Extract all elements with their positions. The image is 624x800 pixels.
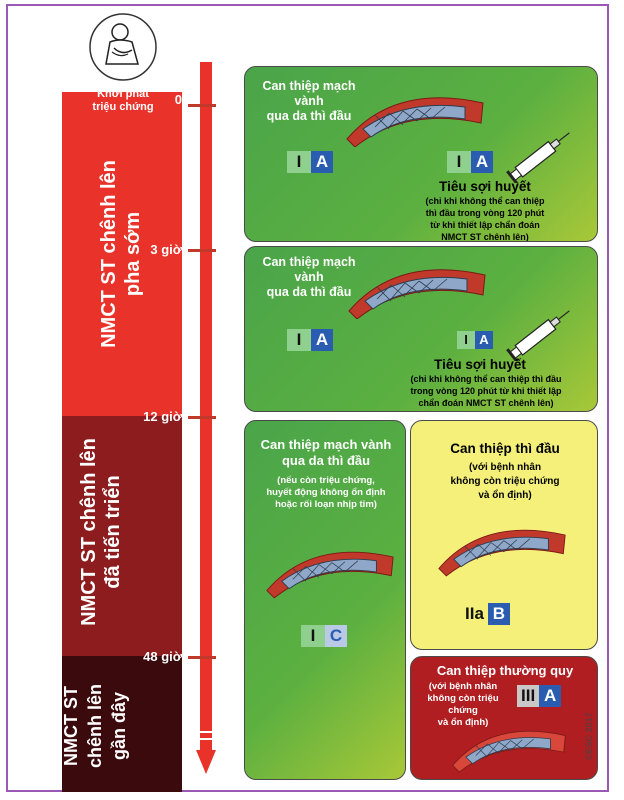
box1-lysis-note: (chỉ khi không thể can thiệp thì đầu tro… xyxy=(395,195,575,242)
box4-badge: IIa B xyxy=(461,603,510,625)
box5-note-line1: (với bệnh nhân xyxy=(428,681,498,692)
box3-title-line1: Can thiệp mạch vành xyxy=(260,437,392,452)
box1-pci-badge: I A xyxy=(287,151,333,173)
tick-mark-0 xyxy=(188,104,216,107)
onset-label: Khởi phát triệu chứng xyxy=(76,88,170,114)
box-recent-routine-pci: Can thiệp thường quy (với bệnh nhân khôn… xyxy=(410,656,598,780)
band-label-recent-line1: NMCT ST xyxy=(61,686,81,766)
box2-lysis-badge: I A xyxy=(457,331,493,349)
patient-chest-pain-icon xyxy=(88,12,158,82)
box2-pci-title: Can thiệp mạch vành qua da thì đầu xyxy=(249,255,369,300)
band-label-evolved: NMCT ST chênh lên đã tiến triển xyxy=(77,417,125,647)
box3-level: C xyxy=(325,625,347,647)
box5-note-line2: không còn triệu chứng xyxy=(427,693,499,716)
box2-lysis-title: Tiêu sợi huyết xyxy=(434,357,526,372)
syringe-icon xyxy=(506,132,570,183)
band-early xyxy=(62,92,182,416)
box2-lysis-level: A xyxy=(475,331,493,349)
box1-lysis-level: A xyxy=(471,151,493,173)
band-label-early-line2: pha sớm xyxy=(122,211,144,297)
box1-lysis-note-line4: NMCT ST chênh lên) xyxy=(441,232,529,242)
box5-title: Can thiệp thường quy xyxy=(436,663,574,678)
box3-note-line3: hoặc rối loạn nhịp tim) xyxy=(275,499,377,510)
box4-note-line2: không còn triệu chứng xyxy=(450,476,560,487)
box5-level: A xyxy=(539,685,562,707)
tick-label-48h: 48 giờ xyxy=(143,649,182,664)
box4-title: Can thiệp thì đầu xyxy=(450,441,560,456)
box2-lysis-note-line2: trong vòng 120 phút từ khi thiết lập xyxy=(410,386,562,396)
tick-label-3h: 3 giờ xyxy=(150,242,182,257)
box2-pci-badge: I A xyxy=(287,329,333,351)
box1-lysis-note-line3: từ khi thiết lập chẩn đoán xyxy=(430,220,540,230)
band-label-evolved-line1: NMCT ST chênh lên xyxy=(78,438,100,626)
time-arrow xyxy=(196,62,216,777)
box2-lysis-note-line3: chẩn đoán NMCT ST chênh lên) xyxy=(418,398,554,408)
box5-class: III xyxy=(517,685,540,707)
box-evolved-primary-pci: Can thiệp thì đầu (với bệnh nhân không c… xyxy=(410,420,598,650)
box3-title-line2: qua da thì đầu xyxy=(281,453,371,468)
stent-vessel-icon xyxy=(266,551,394,599)
box3-badge: I C xyxy=(301,625,347,647)
box3-title: Can thiệp mạch vành qua da thì đầu xyxy=(249,437,403,469)
box1-pci-level: A xyxy=(311,151,333,173)
box4-note-line3: và ổn định) xyxy=(478,490,532,501)
stent-vessel-icon xyxy=(438,529,566,577)
tick-label-0: 0 xyxy=(174,92,182,107)
band-evolved xyxy=(62,416,182,656)
syringe-icon xyxy=(506,310,570,361)
onset-label-line1: Khởi phát xyxy=(97,88,149,100)
box1-lysis-title: Tiêu sợi huyết xyxy=(439,179,531,194)
box1-lysis-badge: I A xyxy=(447,151,493,173)
stent-vessel-icon xyxy=(452,730,566,773)
box3-note: (nếu còn triệu chứng, huyết động không ổ… xyxy=(249,475,403,511)
box1-pci-title-line2: qua da thì đầu xyxy=(266,109,352,123)
box1-pci-title: Can thiệp mạch vành qua da thì đầu xyxy=(249,79,369,124)
box2-lysis-class: I xyxy=(457,331,475,349)
box1-pci-title-line1: Can thiệp mạch vành xyxy=(262,79,356,108)
copyright: ©ESC 2017 xyxy=(584,712,594,760)
band-label-recent-line3: gần đây xyxy=(109,691,129,761)
box2-pci-class: I xyxy=(287,329,311,351)
tick-label-12h: 12 giờ xyxy=(143,409,182,424)
box5-note: (với bệnh nhân không còn triệu chứng và … xyxy=(413,681,513,729)
box-early-3-12h: Can thiệp mạch vành qua da thì đầu I A I… xyxy=(244,246,598,412)
box2-pci-title-line1: Can thiệp mạch vành xyxy=(262,255,356,284)
band-label-early: NMCT ST chênh lên pha sớm xyxy=(97,119,145,389)
band-label-evolved-line2: đã tiến triển xyxy=(102,475,124,589)
box1-lysis-note-line2: thì đầu trong vòng 120 phút xyxy=(425,208,545,218)
tick-mark-3h xyxy=(188,249,216,252)
box4-note-line1: (với bệnh nhân xyxy=(468,462,542,473)
band-recent xyxy=(62,656,182,792)
stent-vessel-icon xyxy=(346,97,484,147)
band-label-early-line1: NMCT ST chênh lên xyxy=(98,160,120,348)
box4-class: IIa xyxy=(465,604,484,623)
tick-mark-12h xyxy=(188,416,216,419)
tick-mark-48h xyxy=(188,656,216,659)
box2-lysis-note: (chỉ khi không thể can thiệp thì đầu tro… xyxy=(381,373,591,409)
box3-note-line2: huyết động không ổn định xyxy=(266,487,386,498)
box3-class: I xyxy=(301,625,325,647)
box1-pci-class: I xyxy=(287,151,311,173)
band-label-recent-line2: chênh lên xyxy=(85,684,105,769)
band-label-recent: NMCT ST chênh lên gần đây xyxy=(59,661,131,791)
figure-frame xyxy=(6,4,609,792)
box3-note-line1: (nếu còn triệu chứng, xyxy=(277,475,375,486)
box4-level: B xyxy=(487,603,510,625)
box4-note: (với bệnh nhân không còn triệu chứng và … xyxy=(415,461,595,503)
box2-lysis-note-line1: (chỉ khi không thể can thiệp thì đầu xyxy=(410,374,562,384)
box2-pci-level: A xyxy=(311,329,333,351)
onset-label-line2: triệu chứng xyxy=(92,101,154,113)
box1-lysis-class: I xyxy=(447,151,471,173)
box5-badge: III A xyxy=(517,685,562,707)
stent-vessel-icon xyxy=(348,269,486,319)
box1-lysis-note-line1: (chỉ khi không thể can thiệp xyxy=(425,196,545,206)
box-evolved-pci: Can thiệp mạch vành qua da thì đầu (nếu … xyxy=(244,420,406,780)
box5-note-line3: và ổn định) xyxy=(437,717,489,728)
box2-pci-title-line2: qua da thì đầu xyxy=(266,285,352,299)
box-early-0-3h: Can thiệp mạch vành qua da thì đầu I A I… xyxy=(244,66,598,242)
